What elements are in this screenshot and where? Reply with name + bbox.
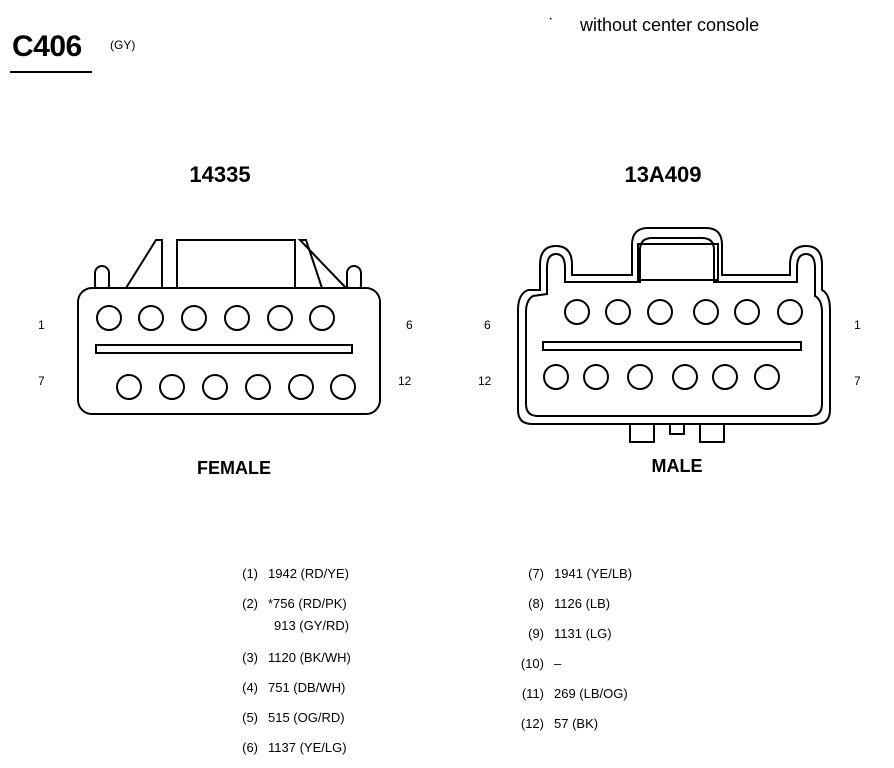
- male-inner-shell: [525, 237, 823, 417]
- female-left-ramp: [125, 239, 163, 289]
- male-latch-window: [637, 243, 719, 281]
- female-pin-9: [202, 374, 228, 400]
- male-pin-1: [777, 299, 803, 325]
- pinout-row: (4) 751 (DB/WH): [222, 680, 345, 695]
- female-top-latch: [176, 239, 296, 289]
- female-label-bottom-right: 12: [398, 374, 412, 388]
- pin-circuit: 57 (BK): [554, 716, 599, 731]
- pin-circuit: 1126 (LB): [554, 596, 611, 611]
- female-pin-6: [309, 305, 335, 331]
- connector-id: C406: [12, 30, 82, 64]
- pin-number: (6): [242, 740, 258, 755]
- pinout-row: (10)–: [508, 656, 561, 671]
- female-pin-12: [330, 374, 356, 400]
- connector-part-number-female: 14335: [189, 162, 251, 187]
- pin-number: (1): [242, 566, 258, 581]
- male-pin-7: [754, 364, 780, 390]
- female-pin-8: [159, 374, 185, 400]
- pin-circuit: 1131 (LG): [554, 626, 612, 641]
- female-gender-label: FEMALE: [197, 458, 271, 478]
- male-pin-3: [693, 299, 719, 325]
- pin-circuit: –: [554, 656, 562, 671]
- pin-circuit: 1120 (BK/WH): [268, 650, 351, 665]
- male-outer-shell: [517, 227, 831, 425]
- connector-id-text: C406: [12, 30, 82, 63]
- connector-color: (GY): [110, 38, 136, 52]
- pin-circuit-secondary: 913 (GY/RD): [274, 618, 350, 633]
- female-pin-1: [96, 305, 122, 331]
- male-label-bottom-left: 12: [478, 374, 492, 388]
- pin-circuit: 1942 (RD/YE): [268, 566, 349, 581]
- male-label-bottom-right: 7: [854, 374, 861, 388]
- male-key-bar: [542, 341, 802, 351]
- pin-circuit: 269 (LB/OG): [554, 686, 628, 701]
- female-pin-4: [224, 305, 250, 331]
- pinout-row: (3) 1120 (BK/WH): [222, 650, 351, 665]
- female-pin-2: [138, 305, 164, 331]
- female-body: [77, 287, 381, 415]
- pin-circuit: 751 (DB/WH): [268, 680, 346, 695]
- pin-number: (11): [521, 686, 544, 701]
- pin-number: (3): [242, 650, 258, 665]
- male-label-top-right: 1: [854, 318, 861, 332]
- pin-number: (10): [520, 656, 544, 671]
- female-pin-11: [288, 374, 314, 400]
- female-pin-7: [116, 374, 142, 400]
- pinout-row: (1) 1942 (RD/YE): [222, 566, 349, 581]
- pin-number: (7): [528, 566, 544, 581]
- pinout-row: (12) 57 (BK): [508, 716, 598, 731]
- pin-number: (4): [242, 680, 258, 695]
- pinout-left: (1) 1942 (RD/YE) (2) *756 (RD/PK) 913 (GY/…: [222, 566, 442, 766]
- male-pin-10: [627, 364, 653, 390]
- male-left-foot: [629, 423, 655, 443]
- pin-circuit: 515 (OG/RD): [268, 710, 345, 725]
- pinout-row: (11) 269 (LB/OG): [508, 686, 628, 701]
- female-right-ramp: [297, 239, 347, 289]
- female-pin-3: [181, 305, 207, 331]
- note-text: without center console: [580, 15, 760, 35]
- male-pin-8: [712, 364, 738, 390]
- pinout-row: (2) *756 (RD/PK): [222, 596, 347, 611]
- pin-circuit: *756 (RD/PK): [268, 596, 347, 611]
- male-label-top-left: 6: [484, 318, 491, 332]
- male-right-foot: [699, 423, 725, 443]
- male-pin-5: [605, 299, 631, 325]
- pin-number: (2): [242, 596, 258, 611]
- female-key-bar: [95, 344, 353, 354]
- pin-number: (12): [520, 716, 544, 731]
- pinout-row: (9) 1131 (LG): [508, 626, 612, 641]
- male-center-foot: [669, 423, 685, 435]
- male-pin-9: [672, 364, 698, 390]
- pin-number: (8): [528, 596, 544, 611]
- male-pin-2: [734, 299, 760, 325]
- note-marker: ·: [548, 10, 554, 27]
- male-pin-6: [564, 299, 590, 325]
- female-pin-10: [245, 374, 271, 400]
- male-gender-label: MALE: [651, 456, 703, 476]
- male-pin-12: [543, 364, 569, 390]
- male-pin-11: [583, 364, 609, 390]
- connector-part-number-male: 13A409: [624, 162, 702, 187]
- pin-number: (9): [528, 626, 544, 641]
- pinout-row: (8) 1126 (LB): [508, 596, 610, 611]
- pin-circuit: 1941 (YE/LB): [554, 566, 633, 581]
- pin-circuit: 1137 (YE/LG): [268, 740, 347, 755]
- male-pin-4: [647, 299, 673, 325]
- male-connector-diagram: [517, 227, 831, 443]
- pinout-right: (7) 1941 (YE/LB) (8) 1126 (LB) (9) 1131 (LG…: [508, 566, 728, 746]
- pinout-row: (5) 515 (OG/RD): [222, 710, 345, 725]
- pinout-row: (6) 1137 (YE/LG): [222, 740, 347, 755]
- female-label-top-left: 1: [38, 318, 45, 332]
- pin-number: (5): [242, 710, 258, 725]
- female-label-bottom-left: 7: [38, 374, 45, 388]
- pinout-row: (7) 1941 (YE/LB): [508, 566, 632, 581]
- connector-id-underline: [10, 71, 92, 73]
- female-pin-5: [267, 305, 293, 331]
- female-label-top-right: 6: [406, 318, 413, 332]
